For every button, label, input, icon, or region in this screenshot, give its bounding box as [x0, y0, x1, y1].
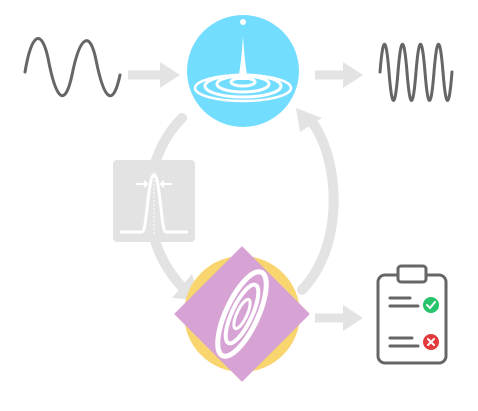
check-status-icon	[423, 297, 439, 313]
sine-wave-high-frequency-icon	[378, 43, 454, 102]
arrow-resonator-to-source	[297, 117, 339, 295]
arrow-input-to-source-head	[160, 62, 180, 88]
cross-status-icon	[423, 334, 439, 350]
checklist-clipboard-icon	[376, 264, 448, 365]
concentric-rings-icon	[174, 246, 310, 382]
bandpass-peak-icon	[113, 160, 195, 242]
arrow-source-to-output-head	[343, 62, 363, 88]
arrow-resonator-to-source-head	[296, 108, 322, 132]
water-drop-ripple-icon	[187, 15, 299, 127]
straight-arrows	[128, 62, 363, 331]
sine-wave-low-frequency-icon	[23, 37, 122, 98]
arrow-resonator-to-result-head	[343, 305, 363, 331]
